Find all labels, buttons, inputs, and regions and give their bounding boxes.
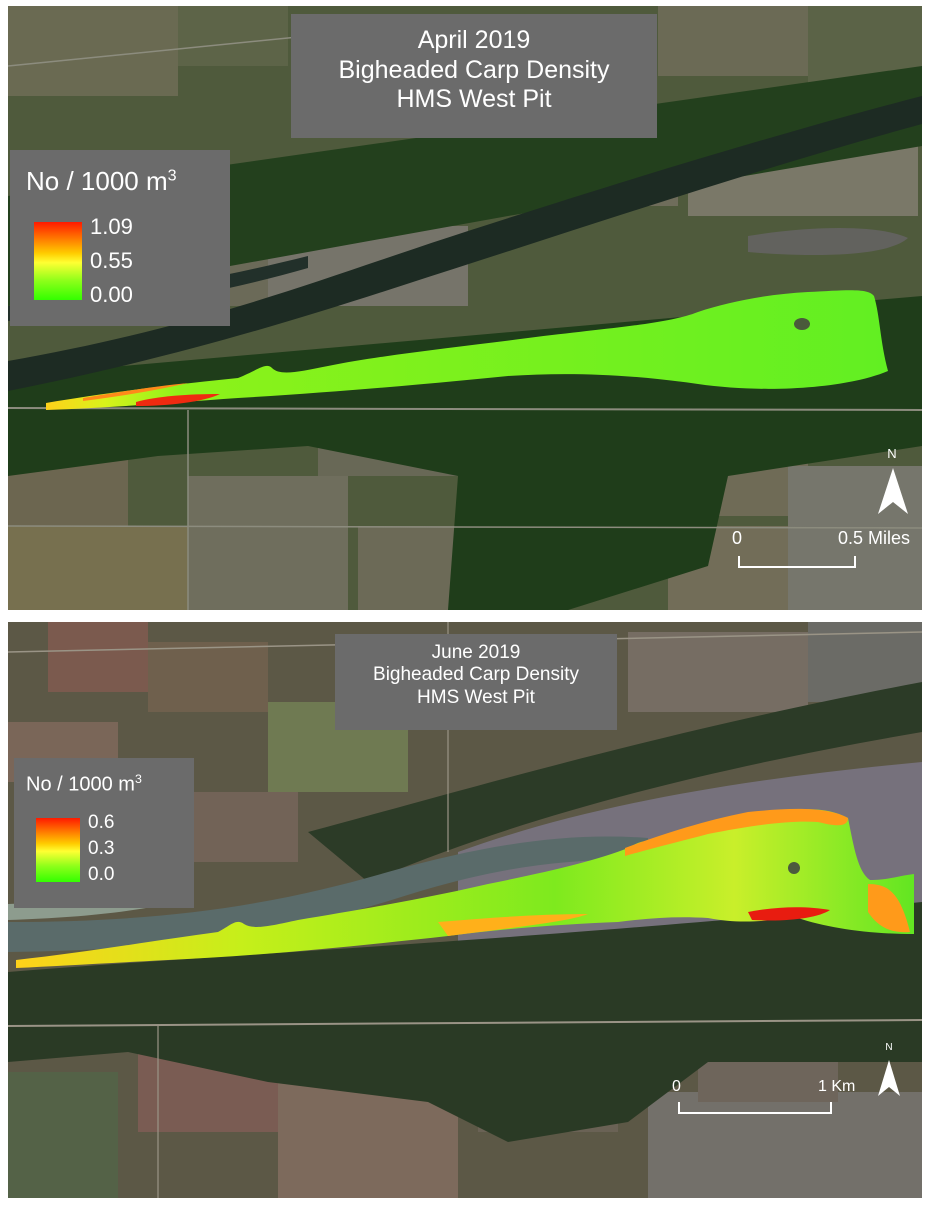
legend-title: No / 1000 m3 — [26, 166, 177, 196]
map-title-line: HMS West Pit — [396, 85, 552, 113]
scale-line — [678, 1102, 832, 1114]
legend-tick-high: 0.6 — [88, 812, 115, 833]
river — [8, 96, 922, 391]
scale-end-label: 0.5 Miles — [838, 528, 911, 548]
legend-tick-mid: 0.3 — [88, 838, 115, 859]
field-patch — [8, 526, 188, 610]
density-edge-orange — [625, 808, 848, 856]
density-hotspot — [748, 907, 830, 921]
field-patch — [648, 1092, 922, 1198]
density-edge-orange — [868, 884, 910, 933]
map-panel-april: April 2019 Bigheaded Carp Density HMS We… — [8, 6, 922, 610]
color-ramp — [34, 222, 82, 300]
forest-area — [308, 682, 922, 882]
map-title-line: Bigheaded Carp Density — [373, 664, 579, 686]
legend-june: No / 1000 m3 0.6 0.3 0.0 — [14, 758, 194, 908]
legend-tick-low: 0.0 — [88, 864, 115, 885]
legend-tick-mid: 0.55 — [90, 248, 133, 273]
scale-start-label: 0 — [732, 528, 743, 548]
map-title-line: June 2019 — [431, 642, 521, 663]
north-label: N — [885, 1042, 893, 1053]
map-title-box: June 2019 Bigheaded Carp Density HMS Wes… — [335, 634, 617, 730]
scale-end-label: 1 Km — [818, 1078, 856, 1095]
color-ramp — [36, 818, 80, 882]
map-title-line: April 2019 — [417, 26, 531, 54]
field-patch — [188, 476, 348, 610]
map-title-line: Bigheaded Carp Density — [338, 55, 610, 84]
scale-bar: 0 0.5 Miles — [730, 526, 922, 578]
forest-area — [8, 66, 922, 306]
field-patch — [8, 1072, 118, 1198]
legend-april: No / 1000 m3 1.09 0.55 0.00 — [10, 150, 230, 326]
satellite-map-june — [8, 622, 922, 1198]
north-arrow: N — [872, 446, 912, 522]
map-title-box: April 2019 Bigheaded Carp Density HMS We… — [291, 14, 657, 138]
north-arrow: N — [874, 1042, 904, 1106]
scale-start-label: 0 — [672, 1078, 681, 1095]
density-surface-april — [46, 290, 888, 410]
legend-tick-low: 0.00 — [90, 282, 133, 307]
north-arrow-icon — [878, 468, 908, 514]
density-hotspot — [136, 394, 220, 406]
scale-bar: 0 1 Km — [668, 1074, 868, 1124]
map-panel-june: June 2019 Bigheaded Carp Density HMS Wes… — [8, 622, 922, 1198]
river — [8, 836, 648, 952]
road — [8, 1019, 922, 1027]
density-hotspot — [83, 383, 188, 401]
legend-tick-high: 1.09 — [90, 214, 133, 239]
map-title-line: HMS West Pit — [417, 686, 535, 708]
field-patch — [8, 6, 178, 96]
island — [794, 318, 810, 330]
field-patch — [658, 6, 808, 76]
density-surface-june — [16, 809, 914, 968]
north-label: N — [887, 446, 897, 461]
field-patch — [148, 642, 268, 712]
density-edge-orange — [438, 914, 588, 936]
road — [8, 525, 922, 529]
field-patch — [628, 632, 808, 712]
north-arrow-icon — [878, 1060, 900, 1096]
field-patch — [48, 622, 148, 692]
legend-title: No / 1000 m3 — [26, 772, 142, 796]
island — [788, 862, 800, 874]
backwater-lake — [748, 228, 908, 256]
scale-line — [738, 556, 856, 568]
road — [8, 407, 922, 411]
field-patch — [178, 6, 288, 66]
